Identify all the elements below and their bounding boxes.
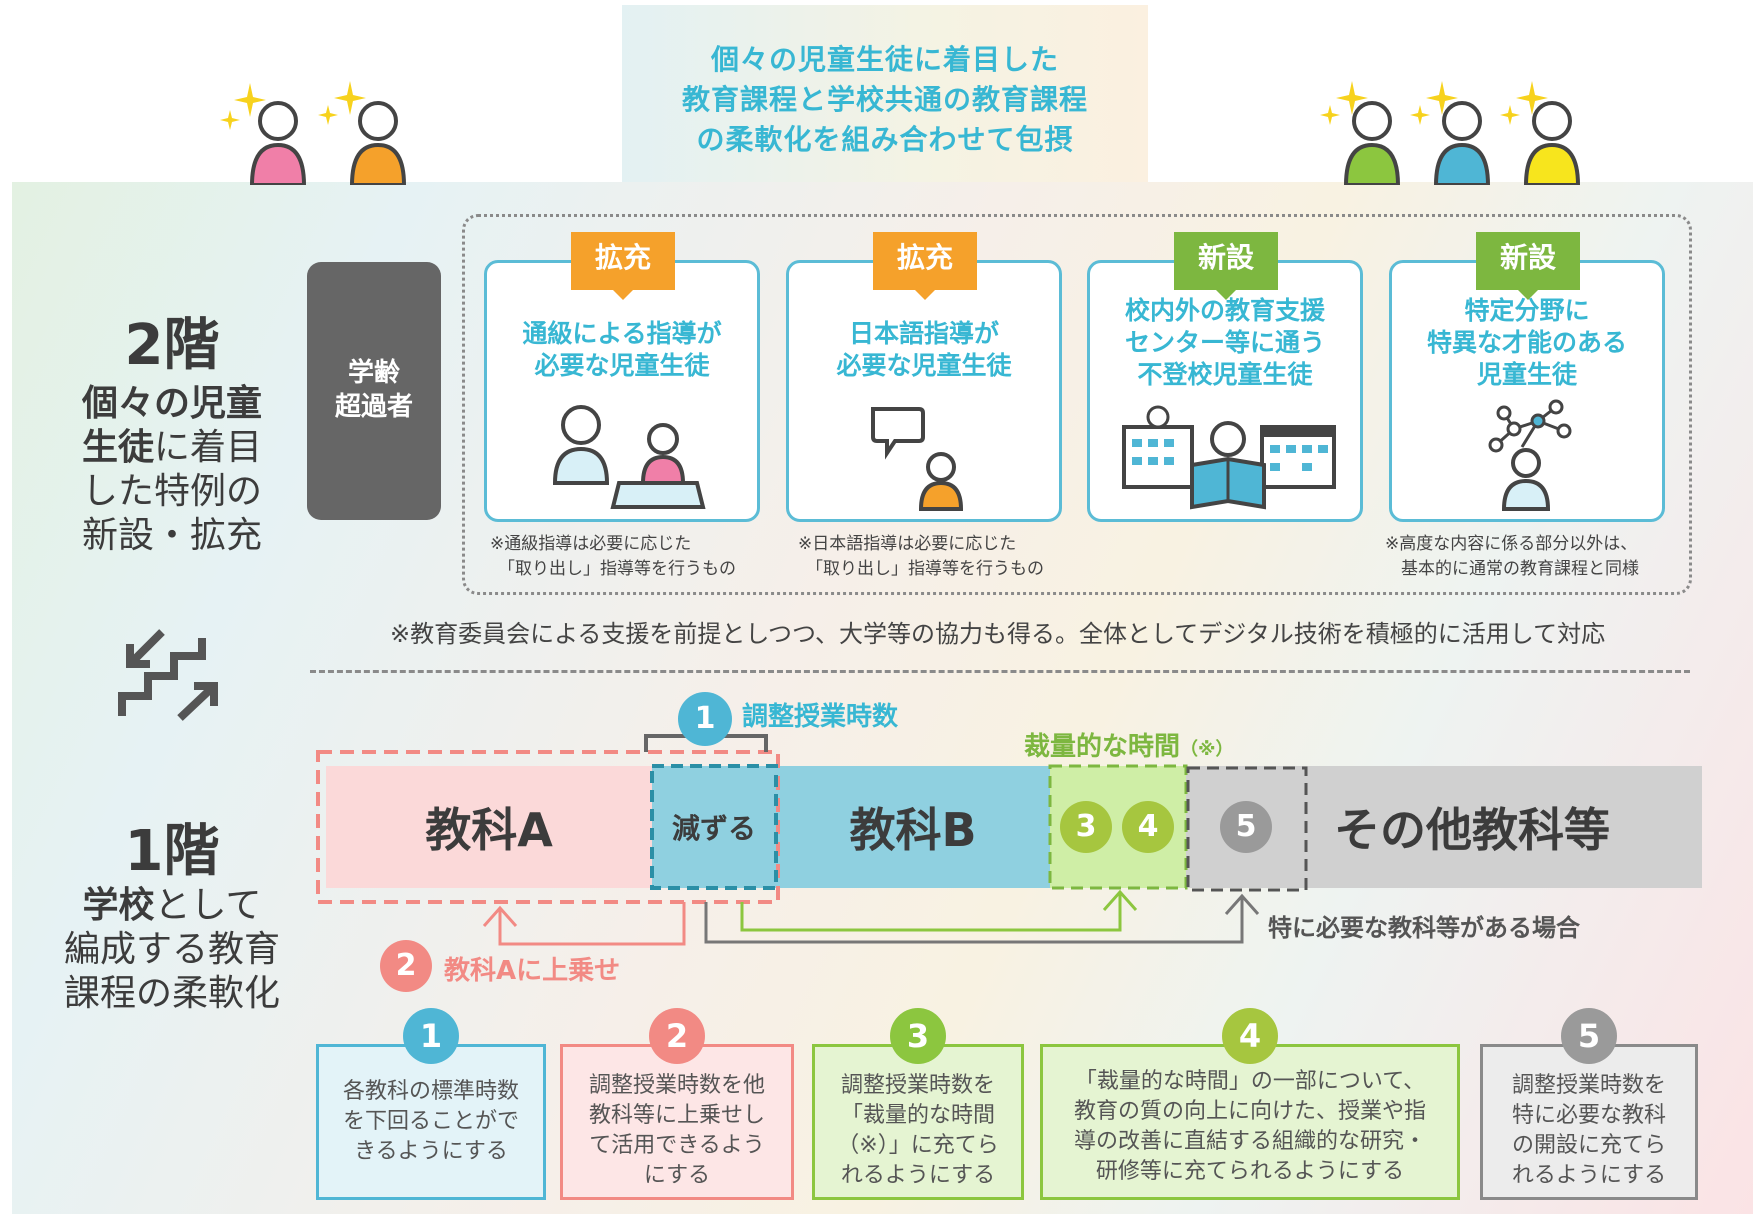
network-student-icon	[1488, 399, 1572, 511]
arrow-to-discretionary	[740, 889, 1138, 932]
person-pink-icon	[249, 101, 307, 185]
card-note: ※日本語指導は必要に応じた 「取り出し」指導等を行うもの	[798, 534, 1044, 579]
special-cases-frame	[462, 214, 1692, 595]
person-green-icon	[1343, 101, 1401, 185]
speech-student-icon	[871, 407, 964, 511]
badge-expand: 拡充	[571, 232, 675, 300]
subject-a-segment: 教科A	[326, 766, 652, 888]
explanation-box-2: 調整授業時数を他教科等に上乗せして活用できるようにする	[560, 1044, 794, 1200]
box-number-1: 1	[403, 1008, 459, 1064]
person-blue-icon	[1433, 101, 1491, 185]
box-number-2: 2	[649, 1008, 705, 1064]
support-note: ※教育委員会による支援を前提としつつ、大学等の協力も得る。全体としてデジタル技術…	[390, 620, 1606, 648]
sparkle-icon	[220, 83, 266, 130]
people-left-illustration	[220, 81, 407, 185]
header-line: 教育課程と学校共通の教育課程	[681, 83, 1088, 116]
other-subjects-segment: その他教科等	[1306, 766, 1702, 888]
sparkle-icon	[318, 81, 366, 125]
number-badge-4: 4	[1122, 801, 1174, 853]
explanation-box-3: 調整授業時数を「裁量的な時間（※）」に充てられるようにする	[812, 1044, 1024, 1200]
floor1-title: 1階	[124, 819, 220, 884]
box-number-5: 5	[1561, 1008, 1617, 1064]
reduce-dashed-frame	[650, 764, 778, 890]
people-right-illustration	[1320, 81, 1581, 185]
badge-new: 新設	[1476, 232, 1580, 300]
reduce-segment: 減ずる	[652, 766, 776, 888]
sparkle-icon	[1500, 81, 1548, 125]
add-to-a-label: 教科Aに上乗せ	[444, 956, 621, 986]
subject-b-segment: 教科B	[776, 766, 1050, 888]
box-number-3: 3	[890, 1008, 946, 1064]
number-badge-3: 3	[1060, 801, 1112, 853]
floor1-desc: 学校として 編成する教育 課程の柔軟化	[63, 885, 280, 1014]
special-dashed-frame	[1186, 766, 1308, 892]
sparkle-icon	[1410, 81, 1458, 125]
age-over-box: 学齢 超過者	[307, 262, 441, 520]
card-note: ※高度な内容に係る部分以外は、 基本的に通常の教育課程と同様	[1385, 534, 1639, 579]
card-gifted: 特定分野に 特異な才能のある 児童生徒	[1389, 260, 1665, 522]
explanation-box-5: 調整授業時数を特に必要な教科の開設に充てられるようにする	[1480, 1044, 1698, 1200]
subject-a-dashed-frame	[316, 750, 780, 904]
arrow-to-special	[704, 893, 1260, 944]
stairs-arrows-icon	[118, 629, 218, 721]
special-need-label: 特に必要な教科等がある場合	[1268, 914, 1580, 942]
number-badge-1: 1	[678, 692, 732, 746]
sparkle-icon	[1320, 81, 1368, 125]
teacher-student-icon	[552, 405, 706, 509]
floor-divider	[310, 670, 1690, 673]
person-yellow-icon	[1523, 101, 1581, 185]
arrow-to-subject-a	[482, 902, 686, 946]
badge-new: 新設	[1174, 232, 1278, 300]
header-line: 個々の児童生徒に着目した	[710, 43, 1059, 76]
header-line: の柔軟化を組み合わせて包摂	[696, 123, 1074, 156]
school-reading-icon	[1122, 405, 1336, 510]
discretionary-label: 裁量的な時間（※）	[1024, 732, 1234, 762]
header-box: 個々の児童生徒に着目した 教育課程と学校共通の教育課程 の柔軟化を組み合わせて包…	[622, 5, 1148, 182]
explanation-box-4: 「裁量的な時間」の一部について、教育の質の向上に向けた、授業や指導の改善に直結す…	[1040, 1044, 1460, 1200]
badge-expand: 拡充	[873, 232, 977, 300]
card-note: ※通級指導は必要に応じた 「取り出し」指導等を行うもの	[490, 534, 736, 579]
adjust-hours-label: 調整授業時数	[742, 702, 899, 732]
explanation-box-1: 各教科の標準時数を下回ることができるようにする	[316, 1044, 546, 1200]
card-tsukyu: 通級による指導が 必要な児童生徒	[484, 260, 760, 522]
card-japanese: 日本語指導が 必要な児童生徒	[786, 260, 1062, 522]
floor2-desc: 個々の児童 生徒に着目 した特例の 新設・拡充	[81, 383, 263, 556]
number-badge-2: 2	[380, 940, 432, 992]
discretionary-dashed-frame	[1048, 764, 1188, 890]
box-number-4: 4	[1222, 1008, 1278, 1064]
person-orange-icon	[349, 101, 407, 185]
floor2-title: 2階	[124, 313, 220, 378]
number-badge-5: 5	[1220, 801, 1272, 853]
